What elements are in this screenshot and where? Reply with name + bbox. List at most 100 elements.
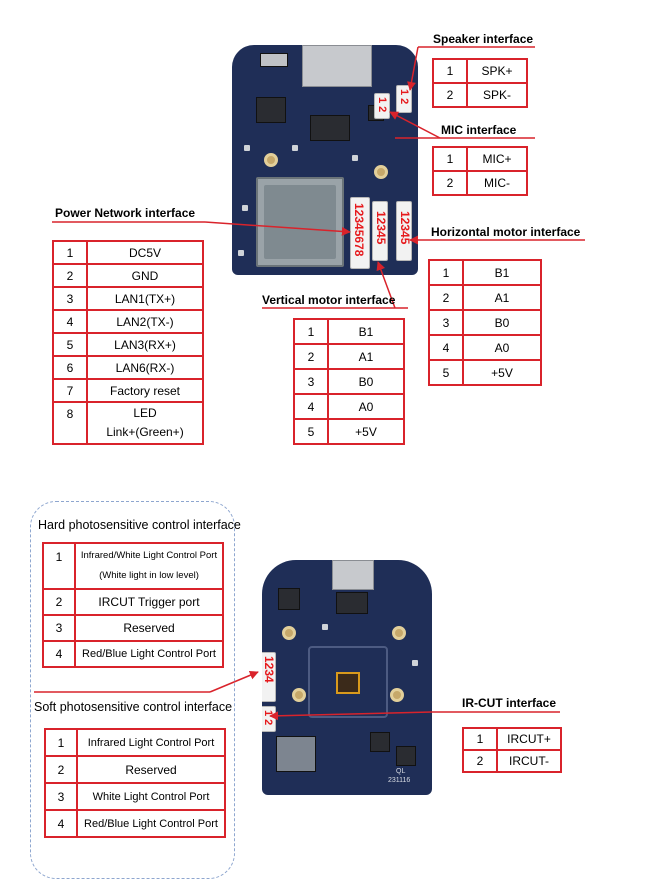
pin-function: Factory reset [86,378,204,403]
ic-chip [336,592,368,614]
vertical-motor-connector-label: 12345 [374,211,388,245]
power-network-pointer [204,221,351,236]
vertical-motor-connector [372,201,388,261]
mounting-hole [392,626,406,640]
component-block [276,736,316,772]
component [352,155,358,161]
pin-number: 1 [428,259,464,286]
pin-number: 3 [428,309,464,336]
ic-chip [310,115,350,141]
board-code: QL [396,768,406,775]
pin-function: Red/Blue Light Control Port [74,640,224,668]
mic-table: 1 MIC+ 2 MIC- [432,146,528,196]
ircut-table: 1 IRCUT+ 2 IRCUT- [462,727,562,773]
pin-number: 2 [432,82,468,108]
mounting-hole [282,626,296,640]
pin-function: IRCUT- [496,749,562,773]
photosensitive-group-box [30,501,235,879]
component [244,145,250,151]
pin-number: 3 [44,782,78,811]
pin-number: 4 [44,809,78,838]
pin-number: 1 [52,240,88,265]
pin-function: Reserved [76,755,226,784]
table-row: 1 IRCUT+ [462,727,562,751]
vertical-motor-title: Vertical motor interface [262,293,396,307]
table-row: 2 Reserved [44,755,226,784]
pin-function: B1 [462,259,542,286]
pin-function: Infrared/White Light Control Port (White… [74,542,224,590]
table-row: 4 A0 [428,334,542,361]
table-row: 5 LAN3(RX+) [52,332,204,357]
pin-number: 1 [462,727,498,751]
pin-number: 5 [293,418,329,445]
pin-function: B1 [327,318,405,345]
pin-number: 1 [293,318,329,345]
pin-function-line: Infrared/White Light Control Port [80,550,218,561]
mic-connector-label: 1 2 [376,97,388,113]
component [242,205,248,211]
power-network-title: Power Network interface [55,206,196,220]
table-row: 1 MIC+ [432,146,528,172]
table-row: 2 IRCUT Trigger port [42,588,224,616]
table-row: 2 MIC- [432,170,528,196]
horizontal-motor-title: Horizontal motor interface [431,225,581,239]
speaker-pointer [407,46,419,91]
pin-function: +5V [327,418,405,445]
power-network-connector-label: 12345678 [352,203,366,257]
pin-function: IRCUT Trigger port [74,588,224,616]
table-row: 3 B0 [293,368,405,395]
mounting-hole [390,688,404,702]
pin-function: A1 [462,284,542,311]
ircut-pointer [269,711,433,721]
pin-function-line: (White light in low level) [99,570,199,581]
ircut-title: IR-CUT interface [462,696,557,710]
pin-number: 5 [52,332,88,357]
pin-number: 2 [293,343,329,370]
table-row: 3 LAN1(TX+) [52,286,204,311]
pin-function: DC5V [86,240,204,265]
horizontal-motor-connector-label: 12345 [398,211,412,245]
pin-function: SPK- [466,82,528,108]
speaker-connector-label: 1 2 [398,89,410,105]
table-row: 2 A1 [428,284,542,311]
table-row: 7 Factory reset [52,378,204,403]
pin-number: 2 [428,284,464,311]
pin-function: LED Link+(Green+) [86,401,204,445]
image-sensor [336,672,360,694]
photosensitive-connector-label: 1234 [262,656,276,683]
pin-function: A0 [462,334,542,361]
table-row: 2 IRCUT- [462,749,562,773]
pin-number: 7 [52,378,88,403]
speaker-connector [396,85,412,113]
pin-function: LAN3(RX+) [86,332,204,357]
pin-function: White Light Control Port [76,782,226,811]
top-pcb-board: 12345678 12345 12345 1 2 1 2 [232,45,418,275]
vertical-motor-pointer [376,261,396,309]
component [412,660,418,666]
table-row: 3 Reserved [42,614,224,642]
table-row: 1 DC5V [52,240,204,265]
bottom-pcb-board: QL 231116 1234 1 2 [262,560,432,795]
pin-number: 8 [52,401,88,445]
soft-photo-table: 1 Infrared Light Control Port 2 Reserved… [44,728,226,838]
mounting-hole [374,165,388,179]
card-slot [332,560,374,590]
lens-mount-outline [308,646,388,718]
pin-function: MIC- [466,170,528,196]
table-row: 5 +5V [428,359,542,386]
pin-number: 1 [42,542,76,590]
ic-chip [278,588,300,610]
pin-number: 4 [428,334,464,361]
table-row: 4 LAN2(TX-) [52,309,204,334]
pin-number: 1 [432,58,468,84]
speaker-title: Speaker interface [433,32,534,46]
pin-number: 3 [293,368,329,395]
board-date-code: 231116 [388,777,411,784]
component [238,250,244,256]
pin-number: 1 [44,728,78,757]
pin-function: B0 [462,309,542,336]
mic-title: MIC interface [441,123,517,137]
pin-number: 2 [44,755,78,784]
pin-function-line: LED [133,406,157,420]
horizontal-motor-connector [396,201,412,261]
